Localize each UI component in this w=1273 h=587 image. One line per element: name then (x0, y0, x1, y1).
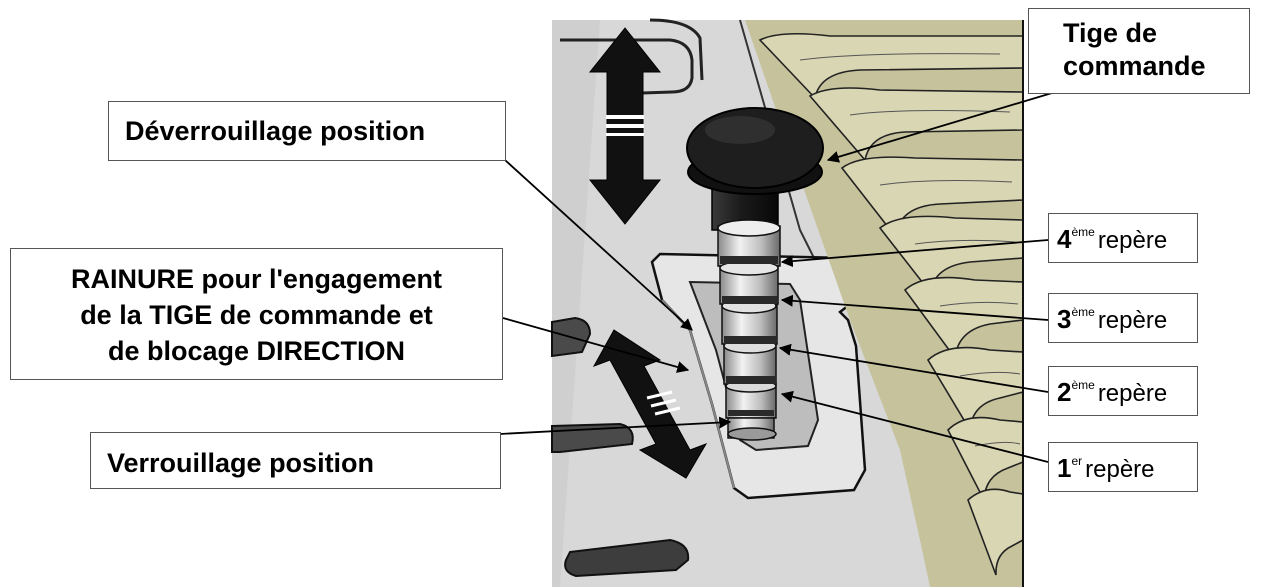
leader-mark-2 (778, 343, 1049, 393)
mark-3-word: repère (1097, 307, 1168, 334)
label-lock-position: Verrouillage position (90, 432, 501, 489)
leader-mark-1 (780, 390, 1049, 463)
vertical-motion-arrow (588, 27, 662, 225)
leader-mark-4 (780, 239, 1049, 268)
mark-2-suffix: ème (1071, 378, 1095, 392)
mark-4-number: 4 (1057, 224, 1072, 254)
mark-1-number: 1 (1057, 453, 1072, 483)
label-groove-line3: de blocage DIRECTION (107, 336, 406, 366)
mark-3-suffix: ème (1071, 305, 1095, 319)
label-control-rod-line1: Tige de (1063, 18, 1158, 48)
diagonal-motion-arrow (592, 329, 708, 479)
label-unlock-position: Déverrouillage position (108, 101, 506, 161)
mark-4-word: repère (1097, 227, 1168, 254)
label-control-rod: Tige de commande (1028, 8, 1250, 94)
mark-3-number: 3 (1057, 304, 1072, 334)
label-control-rod-line2: commande (1063, 51, 1206, 81)
mark-1-word: repère (1085, 456, 1155, 483)
label-groove-line2: de la TIGE de commande et (80, 300, 433, 330)
label-groove-line1: RAINURE pour l'engagement (71, 264, 442, 294)
mark-2-number: 2 (1057, 377, 1072, 407)
mark-2-word: repère (1097, 380, 1168, 407)
leader-control-rod (826, 92, 1053, 163)
control-rod (686, 107, 824, 441)
leader-lines (499, 92, 1053, 463)
leader-lock (499, 416, 732, 435)
leader-groove (502, 317, 690, 373)
mark-1-suffix: er (1071, 454, 1083, 468)
leader-mark-3 (780, 294, 1049, 321)
label-groove: RAINURE pour l'engagement de la TIGE de … (10, 248, 503, 380)
mark-4-suffix: ème (1071, 225, 1095, 239)
leader-unlock (504, 159, 693, 331)
